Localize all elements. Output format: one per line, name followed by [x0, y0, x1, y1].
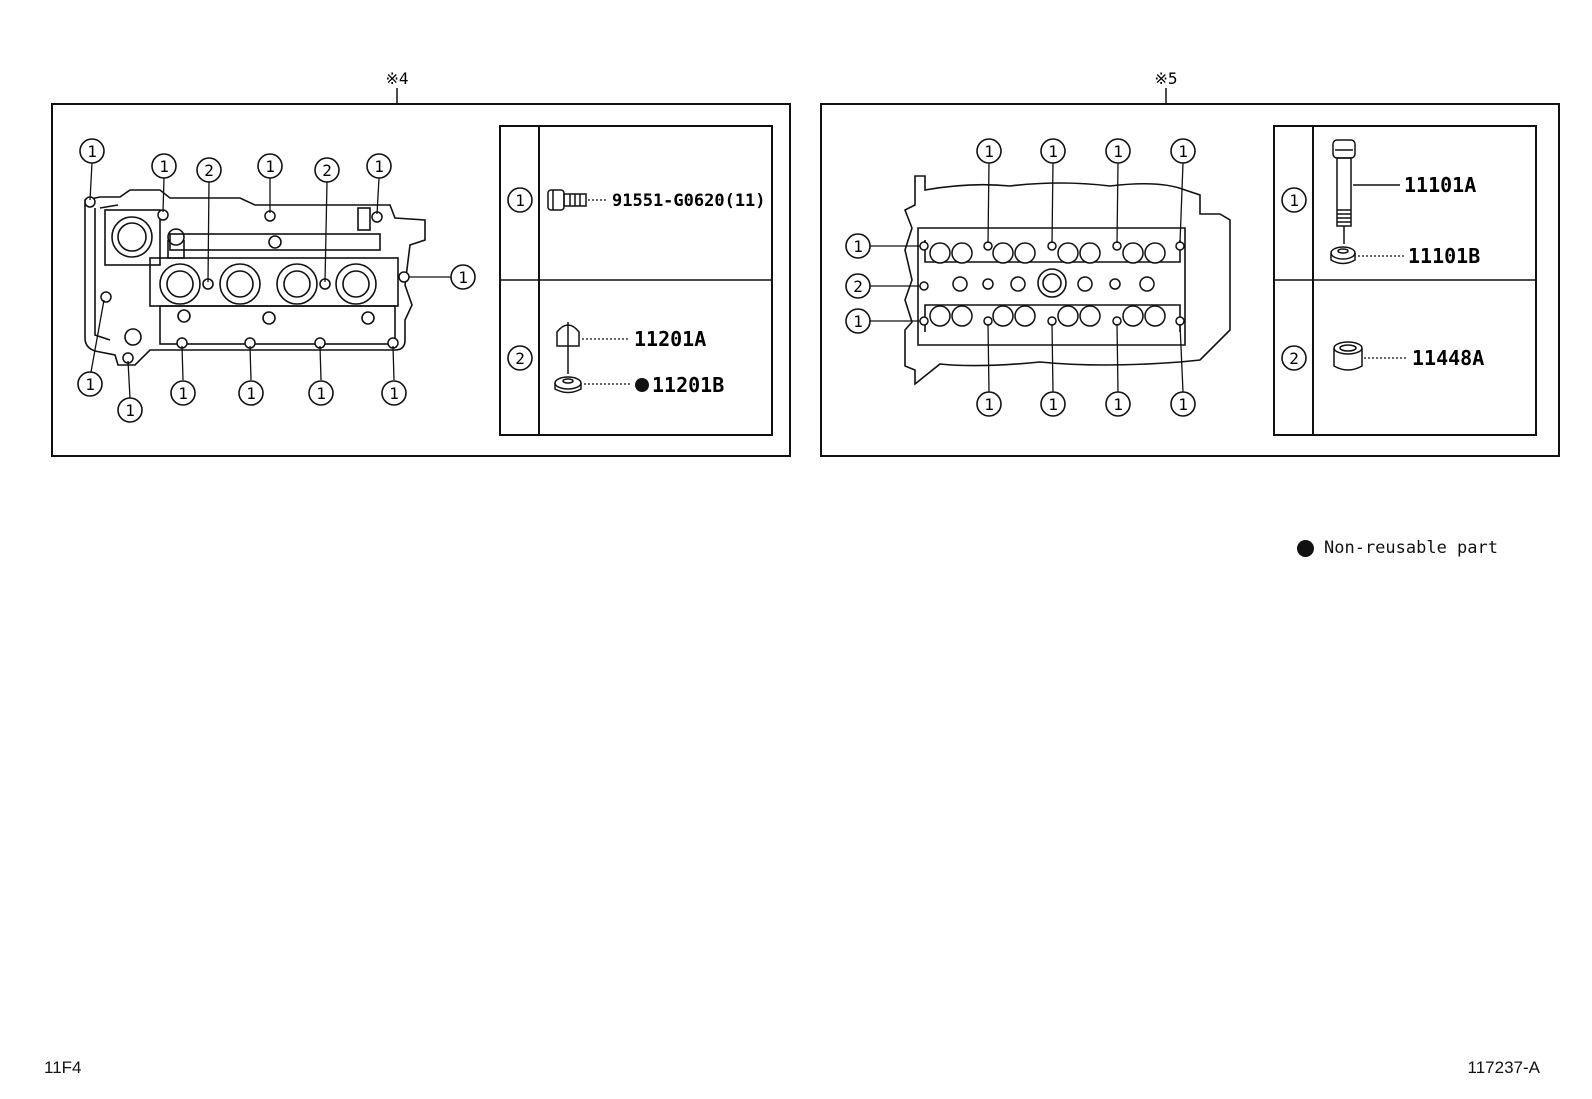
cylinder-head-cover-drawing: [84, 189, 426, 366]
svg-text:1: 1: [1113, 142, 1123, 161]
nonreusable-dot-icon: [1297, 539, 1314, 557]
panel-left-frame: [51, 103, 791, 457]
legend-index: 1: [515, 191, 525, 210]
footer-right-code: 117237-A: [1467, 1058, 1540, 1077]
svg-text:1: 1: [1113, 395, 1123, 414]
panel-right-header: ※5: [1154, 69, 1177, 88]
svg-text:2: 2: [204, 161, 214, 180]
svg-text:1: 1: [853, 237, 863, 256]
svg-text:1: 1: [1048, 395, 1058, 414]
callout-1: 1: [257, 153, 283, 179]
callout-1: 1: [79, 138, 105, 164]
svg-text:1: 1: [246, 384, 256, 403]
callout-1: 1: [308, 380, 334, 406]
sleeve-icon: [1333, 341, 1363, 371]
callout-1: 1: [77, 371, 103, 397]
legend-part-right-2: 11101B: [1408, 244, 1480, 268]
callout-1: 1: [381, 380, 407, 406]
callout-1: 1: [238, 380, 264, 406]
legend-part-left-1: 91551-G0620(11): [612, 191, 766, 211]
svg-text:1: 1: [85, 375, 95, 394]
callout-2: 2: [845, 273, 871, 299]
cylinder-head-drawing: [903, 175, 1231, 386]
callout-1: 1: [366, 153, 392, 179]
legend-note-text: Non-reusable part: [1324, 538, 1498, 558]
callout-1: 1: [450, 264, 476, 290]
legend-index: 2: [515, 349, 525, 368]
panel-right-frame: [820, 103, 1560, 457]
legend-part-left-3: 11201B: [652, 373, 724, 397]
svg-text:1: 1: [265, 157, 275, 176]
svg-text:1: 1: [853, 312, 863, 331]
svg-text:1: 1: [984, 142, 994, 161]
callout-1: 1: [1040, 391, 1066, 417]
svg-text:1: 1: [159, 157, 169, 176]
svg-text:1: 1: [984, 395, 994, 414]
legend-part-left-2: 11201A: [634, 327, 706, 351]
callout-1: 1: [845, 233, 871, 259]
footer-left-code: 11F4: [44, 1058, 82, 1077]
callout-1: 1: [117, 397, 143, 423]
callout-1: 1: [976, 391, 1002, 417]
svg-text:2: 2: [853, 277, 863, 296]
washer-icon: [554, 376, 582, 394]
svg-text:1: 1: [1178, 395, 1188, 414]
legend-note: Non-reusable part: [1297, 538, 1498, 558]
svg-text:1: 1: [458, 268, 468, 287]
svg-text:1: 1: [374, 157, 384, 176]
head-bolt-icon: [1332, 139, 1356, 244]
callout-1: 1: [1105, 391, 1131, 417]
washer-icon: [1330, 246, 1356, 265]
svg-text:1: 1: [1048, 142, 1058, 161]
callout-1: 1: [170, 380, 196, 406]
legend-table-right: 1 2 11101A 11101B: [1273, 125, 1537, 436]
callout-2: 2: [314, 157, 340, 183]
callout-1: 1: [1105, 138, 1131, 164]
panel-right: ※5: [820, 69, 1560, 457]
callout-1: 1: [976, 138, 1002, 164]
svg-text:1: 1: [178, 384, 188, 403]
bolt-holes-left: [84, 196, 410, 364]
callout-1: 1: [845, 308, 871, 334]
callout-2: 2: [196, 157, 222, 183]
leader-lines-left: [89, 162, 451, 399]
svg-text:1: 1: [87, 142, 97, 161]
svg-text:2: 2: [322, 161, 332, 180]
legend-table-left: 1 2 91551-G0620(11) 11201A: [499, 125, 773, 436]
callout-1: 1: [1170, 391, 1196, 417]
svg-text:1: 1: [316, 384, 326, 403]
legend-part-right-1: 11101A: [1404, 173, 1476, 197]
legend-index: 1: [1289, 191, 1299, 210]
leader-lines-right: [870, 162, 1184, 393]
legend-part-right-3: 11448A: [1412, 346, 1484, 370]
cap-nut-icon: [556, 322, 580, 374]
panel-left: ※4: [51, 69, 791, 457]
svg-text:1: 1: [125, 401, 135, 420]
valve-ports: [929, 242, 1166, 327]
svg-text:1: 1: [1178, 142, 1188, 161]
callout-1: 1: [1170, 138, 1196, 164]
callout-1: 1: [151, 153, 177, 179]
panel-left-header: ※4: [385, 69, 408, 88]
nonreusable-dot-icon: [635, 378, 649, 392]
bolt-icon: [547, 189, 587, 211]
callouts-right: 1 1 1 1 1 2 1 1 1 1 1: [845, 138, 1196, 417]
svg-text:1: 1: [389, 384, 399, 403]
callouts-left: 1 1 2 1 2 1 1 1 1 1 1 1 1: [77, 138, 476, 423]
legend-index: 2: [1289, 349, 1299, 368]
callout-1: 1: [1040, 138, 1066, 164]
